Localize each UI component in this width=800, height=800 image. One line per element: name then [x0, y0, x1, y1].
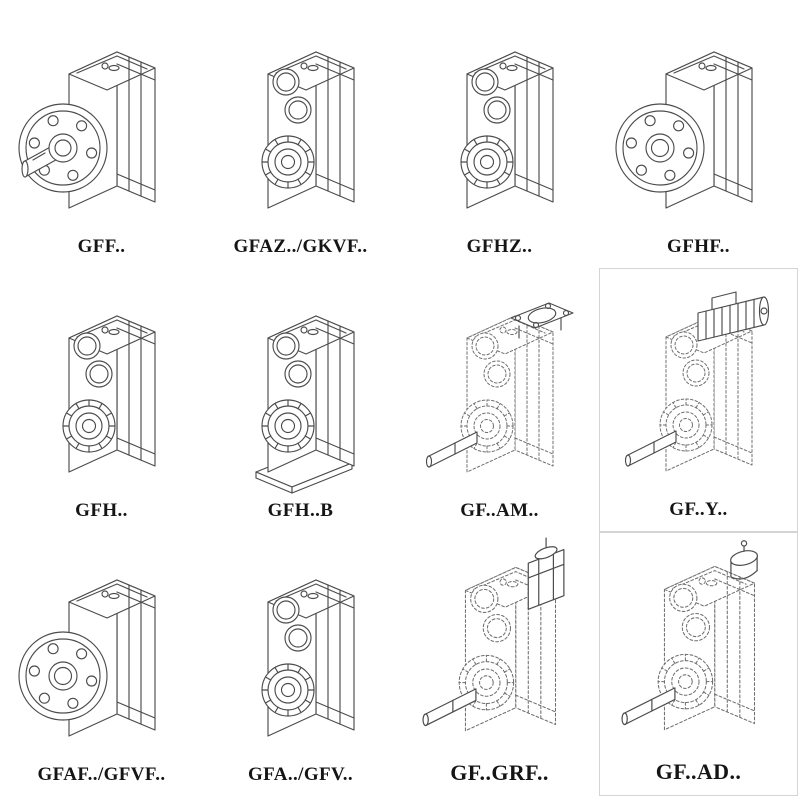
input-shaft-cover	[728, 540, 759, 580]
gearbox-drawing-gfh-b	[254, 315, 355, 494]
bearing-ring	[61, 399, 116, 453]
model-label: GFF..	[77, 236, 126, 257]
hollow-bore	[644, 133, 675, 163]
model-label: GFHZ..	[466, 236, 533, 257]
catalog-cell: GFAZ../GKVF..	[201, 4, 400, 268]
input-gear-unit	[527, 537, 564, 610]
gearbox-drawing-gf-grf	[421, 537, 564, 732]
catalog-cell: GFAF../GFVF..	[2, 532, 201, 796]
model-label: GF..AM..	[460, 500, 539, 521]
bearing-ring	[260, 663, 315, 717]
model-label: GFH..B	[267, 500, 334, 521]
gearbox-drawing-gfaz-gkvf	[260, 51, 355, 209]
gearbox-drawing-gf-y	[624, 291, 769, 472]
hollow-bore	[47, 661, 78, 691]
catalog-cell: GF..Y..	[599, 268, 798, 532]
bearing-ring	[260, 399, 315, 453]
model-label: GF..AD..	[655, 759, 742, 784]
gearbox-drawing-gfhf	[614, 51, 753, 209]
model-label: GFA../GFV..	[247, 764, 354, 785]
gearbox-drawing-gfaf-gfvf	[17, 579, 156, 737]
gearbox-drawing-gf-ad	[620, 540, 759, 731]
catalog-cell: GFHZ..	[400, 4, 599, 268]
catalog-cell: GFA../GFV..	[201, 532, 400, 796]
model-label: GF..GRF..	[450, 760, 549, 785]
model-label: GFAF../GFVF..	[37, 764, 166, 785]
gearbox-drawing-gfhz	[459, 51, 554, 209]
model-label: GFH..	[75, 500, 128, 521]
bearing-ring	[459, 135, 514, 189]
catalog-cell: GFHF..	[599, 4, 798, 268]
catalog-cell: GF..GRF..	[400, 532, 599, 796]
gearbox-drawing-gfh	[61, 315, 156, 473]
catalog-cell: GF..AM..	[400, 268, 599, 532]
gearbox-drawing-gff	[17, 51, 156, 209]
catalog-cell: GFH..B	[201, 268, 400, 532]
model-label: GFAZ../GKVF..	[233, 236, 368, 257]
catalog-cell: GFH..	[2, 268, 201, 532]
gearbox-drawing-gf-am	[425, 302, 574, 473]
catalog-cell: GFF..	[2, 4, 201, 268]
gearbox-drawing-gfa-gfv	[260, 579, 355, 737]
model-label: GFHF..	[667, 236, 730, 257]
model-label: GF..Y..	[669, 499, 728, 520]
bearing-ring	[260, 135, 315, 189]
catalog-cell: GF..AD..	[599, 532, 798, 796]
